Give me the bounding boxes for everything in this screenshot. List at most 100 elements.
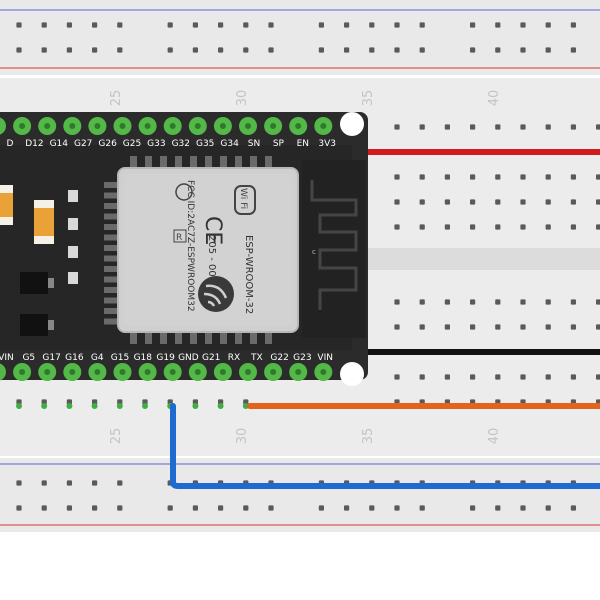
breadboard-hole[interactable] — [470, 505, 476, 511]
breadboard-hole[interactable] — [268, 22, 274, 28]
breadboard-hole[interactable] — [545, 224, 551, 230]
breadboard-hole[interactable] — [520, 174, 526, 180]
active-hole[interactable] — [217, 403, 224, 409]
breadboard-hole[interactable] — [117, 47, 123, 53]
breadboard-hole[interactable] — [66, 22, 72, 28]
breadboard-hole[interactable] — [545, 22, 551, 28]
breadboard-hole[interactable] — [570, 124, 576, 130]
breadboard-hole[interactable] — [192, 505, 198, 511]
breadboard-hole[interactable] — [41, 505, 47, 511]
breadboard-hole[interactable] — [570, 174, 576, 180]
breadboard-hole[interactable] — [470, 22, 476, 28]
active-hole[interactable] — [91, 403, 98, 409]
breadboard-hole[interactable] — [444, 124, 450, 130]
breadboard-hole[interactable] — [495, 199, 501, 205]
breadboard-hole[interactable] — [495, 299, 501, 305]
breadboard-hole[interactable] — [318, 47, 324, 53]
breadboard-hole[interactable] — [470, 199, 476, 205]
breadboard-hole[interactable] — [444, 174, 450, 180]
breadboard-hole[interactable] — [243, 22, 249, 28]
breadboard-hole[interactable] — [545, 505, 551, 511]
breadboard-hole[interactable] — [369, 47, 375, 53]
breadboard-hole[interactable] — [394, 47, 400, 53]
breadboard-hole[interactable] — [394, 22, 400, 28]
breadboard-hole[interactable] — [570, 22, 576, 28]
breadboard-hole[interactable] — [570, 505, 576, 511]
breadboard-hole[interactable] — [394, 124, 400, 130]
breadboard-hole[interactable] — [394, 505, 400, 511]
wire-blue[interactable] — [170, 403, 600, 489]
breadboard-hole[interactable] — [167, 505, 173, 511]
breadboard-hole[interactable] — [495, 374, 501, 380]
breadboard-hole[interactable] — [470, 324, 476, 330]
esp32-pin-bottom[interactable] — [0, 363, 6, 381]
breadboard-hole[interactable] — [520, 324, 526, 330]
breadboard-hole[interactable] — [520, 299, 526, 305]
breadboard-hole[interactable] — [570, 324, 576, 330]
breadboard-hole[interactable] — [419, 299, 425, 305]
breadboard-hole[interactable] — [268, 47, 274, 53]
breadboard-hole[interactable] — [41, 480, 47, 486]
breadboard-hole[interactable] — [419, 124, 425, 130]
breadboard-hole[interactable] — [520, 199, 526, 205]
breadboard-hole[interactable] — [419, 505, 425, 511]
breadboard-hole[interactable] — [596, 124, 600, 130]
breadboard-hole[interactable] — [570, 224, 576, 230]
breadboard-hole[interactable] — [596, 199, 600, 205]
breadboard-hole[interactable] — [92, 22, 98, 28]
breadboard-hole[interactable] — [545, 124, 551, 130]
breadboard-hole[interactable] — [520, 374, 526, 380]
breadboard-hole[interactable] — [520, 22, 526, 28]
breadboard-hole[interactable] — [167, 22, 173, 28]
breadboard-hole[interactable] — [444, 374, 450, 380]
breadboard-hole[interactable] — [570, 299, 576, 305]
breadboard-hole[interactable] — [419, 22, 425, 28]
breadboard-hole[interactable] — [419, 374, 425, 380]
breadboard-hole[interactable] — [444, 199, 450, 205]
active-hole[interactable] — [192, 403, 199, 409]
breadboard-hole[interactable] — [243, 47, 249, 53]
breadboard-hole[interactable] — [444, 324, 450, 330]
breadboard-hole[interactable] — [16, 480, 22, 486]
breadboard-hole[interactable] — [596, 324, 600, 330]
breadboard-hole[interactable] — [344, 22, 350, 28]
breadboard-hole[interactable] — [545, 174, 551, 180]
breadboard-hole[interactable] — [520, 224, 526, 230]
breadboard-hole[interactable] — [495, 124, 501, 130]
breadboard-hole[interactable] — [344, 505, 350, 511]
active-hole[interactable] — [16, 403, 22, 409]
breadboard-hole[interactable] — [66, 480, 72, 486]
esp32-pin-top[interactable] — [0, 117, 6, 135]
breadboard-hole[interactable] — [117, 480, 123, 486]
breadboard-hole[interactable] — [41, 22, 47, 28]
breadboard-hole[interactable] — [218, 47, 224, 53]
breadboard-hole[interactable] — [596, 374, 600, 380]
breadboard-hole[interactable] — [16, 22, 22, 28]
breadboard-hole[interactable] — [192, 47, 198, 53]
breadboard-hole[interactable] — [545, 374, 551, 380]
breadboard-hole[interactable] — [470, 174, 476, 180]
breadboard-hole[interactable] — [444, 299, 450, 305]
breadboard-hole[interactable] — [394, 224, 400, 230]
active-hole[interactable] — [242, 403, 249, 409]
breadboard-hole[interactable] — [394, 299, 400, 305]
breadboard-hole[interactable] — [318, 505, 324, 511]
breadboard-hole[interactable] — [243, 505, 249, 511]
breadboard-hole[interactable] — [545, 199, 551, 205]
active-hole[interactable] — [142, 403, 148, 409]
breadboard-hole[interactable] — [470, 124, 476, 130]
breadboard-hole[interactable] — [16, 505, 22, 511]
breadboard-hole[interactable] — [419, 324, 425, 330]
breadboard-hole[interactable] — [16, 47, 22, 53]
breadboard-hole[interactable] — [419, 174, 425, 180]
breadboard-hole[interactable] — [268, 505, 274, 511]
breadboard-hole[interactable] — [596, 299, 600, 305]
breadboard-hole[interactable] — [394, 174, 400, 180]
breadboard-hole[interactable] — [495, 324, 501, 330]
breadboard-hole[interactable] — [117, 505, 123, 511]
breadboard-hole[interactable] — [218, 22, 224, 28]
breadboard-hole[interactable] — [470, 299, 476, 305]
breadboard-hole[interactable] — [192, 22, 198, 28]
breadboard-hole[interactable] — [117, 22, 123, 28]
breadboard-hole[interactable] — [520, 47, 526, 53]
